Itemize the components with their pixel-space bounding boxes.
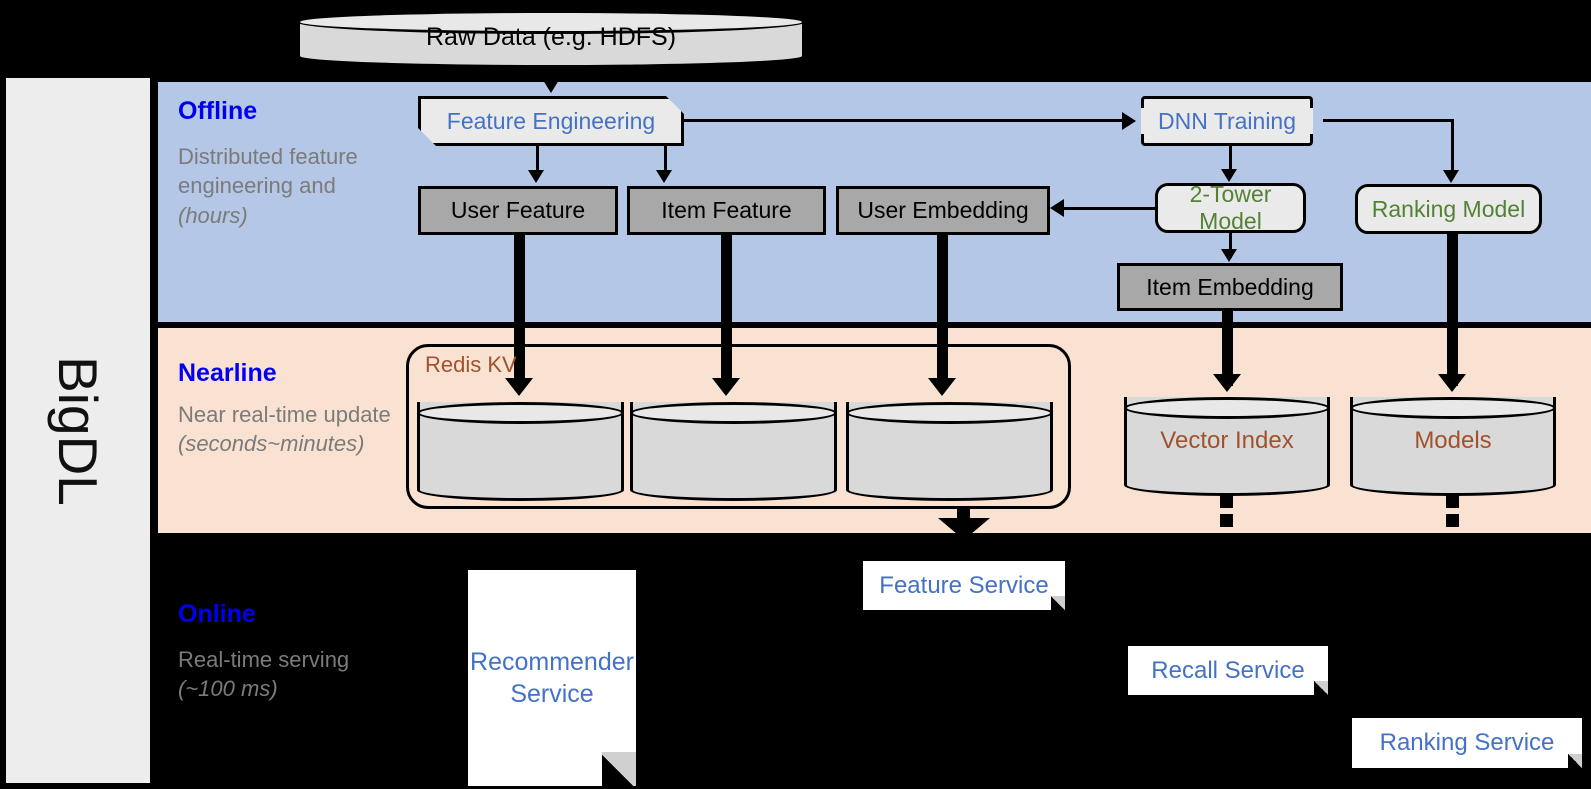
kv-store-user-feature[interactable] — [417, 391, 624, 501]
arrowhead-fe-to-dnn-icon — [1122, 112, 1136, 130]
node-two-tower-model-label: 2-Tower Model — [1189, 181, 1272, 234]
service-feature-label: Feature Service — [879, 571, 1049, 599]
stage-desc-online-text: Real-time serving — [178, 647, 350, 672]
cylinder-top — [1350, 397, 1556, 419]
node-user-embedding-label: User Embedding — [857, 197, 1029, 223]
raw-data-store: Raw Data (e.g. HDFS) — [297, 6, 805, 68]
models-store[interactable]: Models — [1350, 386, 1556, 496]
arrowhead-two-tower-user-embedding-icon — [1050, 199, 1064, 217]
node-item-embedding[interactable]: Item Embedding — [1117, 263, 1343, 311]
node-dnn-training-label: DNN Training — [1157, 107, 1297, 134]
pipe-user-feature-to-kv — [514, 233, 525, 388]
pipe-user-embedding-to-kv — [937, 233, 948, 388]
stage-desc-nearline-text: Near real-time update — [178, 402, 391, 427]
stage-desc-nearline-em: (seconds~minutes) — [178, 431, 365, 457]
pipe-ranking-model-to-models — [1447, 232, 1458, 386]
connector-fe-to-item-feature — [664, 146, 667, 172]
arrowhead-item-embedding-vector-icon — [1213, 374, 1241, 392]
arrowhead-user-feature-kv-icon — [505, 378, 533, 396]
stage-desc-offline-em: (hours) — [178, 202, 248, 228]
bigdl-logo-label: BigDL — [6, 78, 150, 783]
node-item-feature-label: Item Feature — [661, 197, 792, 223]
arrowhead-ranking-models-icon — [1438, 374, 1466, 392]
kv-store-label — [846, 391, 1053, 501]
node-user-embedding[interactable]: User Embedding — [836, 186, 1050, 235]
connector-two-tower-to-item-embedding — [1229, 233, 1232, 258]
stage-desc-online: Real-time serving (~100 ms) — [178, 645, 393, 704]
redis-kv-label: Redis KV — [425, 352, 517, 377]
pipe-item-feature-to-kv — [721, 233, 732, 388]
connector-stub-models-b — [1446, 514, 1459, 527]
node-feature-engineering[interactable]: Feature Engineering — [418, 96, 684, 146]
connector-dnn-to-ranking-v — [1451, 119, 1454, 172]
kv-store-item-feature[interactable] — [630, 391, 837, 501]
connector-stub-models-a — [1446, 495, 1459, 508]
node-item-embedding-label: Item Embedding — [1146, 273, 1314, 300]
node-feature-engineering-label: Feature Engineering — [446, 107, 656, 134]
connector-dnn-to-two-tower — [1229, 146, 1232, 171]
stage-desc-nearline: Near real-time update (seconds~minutes) — [178, 400, 418, 459]
arrowhead-fe-user-feature-icon — [528, 170, 544, 183]
arrowhead-dnn-ranking-icon — [1443, 170, 1459, 183]
arrowhead-two-tower-item-embedding-icon — [1221, 249, 1237, 262]
models-label: Models — [1414, 427, 1492, 454]
node-ranking-model-label: Ranking Model — [1371, 195, 1526, 222]
kv-store-label — [630, 391, 837, 501]
service-recall[interactable]: Recall Service — [1128, 646, 1328, 695]
pipe-item-embedding-to-vector-index — [1222, 309, 1233, 386]
arrowhead-redis-feature-service-icon — [938, 518, 990, 540]
connector-stub-redis-to-feature-service — [957, 507, 970, 520]
node-ranking-model[interactable]: Ranking Model — [1355, 184, 1542, 234]
connector-fe-to-user-feature — [536, 146, 539, 172]
service-recall-label: Recall Service — [1151, 656, 1305, 684]
stage-title-nearline: Nearline — [178, 359, 277, 387]
bigdl-sidebar: BigDL — [6, 78, 150, 783]
arrowhead-user-embedding-kv-icon — [928, 378, 956, 396]
service-ranking[interactable]: Ranking Service — [1352, 718, 1582, 768]
arrowhead-raw-to-fe-icon — [543, 80, 559, 93]
page-fold-icon — [602, 752, 636, 786]
stage-title-online: Online — [178, 600, 256, 628]
stage-title-offline: Offline — [178, 97, 258, 125]
page-fold-icon — [1568, 754, 1582, 768]
connector-dnn-to-ranking-h — [1323, 119, 1454, 122]
stage-desc-offline: Distributed feature engineering and (hou… — [178, 142, 393, 230]
service-recommender-label: Recommender Service — [470, 647, 634, 709]
node-dnn-training[interactable]: DNN Training — [1141, 96, 1313, 146]
cylinder-top — [1124, 397, 1330, 419]
arrowhead-dnn-two-tower-icon — [1221, 169, 1237, 182]
vector-index-label: Vector Index — [1160, 427, 1294, 454]
arrowhead-item-feature-kv-icon — [712, 378, 740, 396]
cylinder-top — [297, 10, 805, 34]
connector-stub-vector-index-b — [1220, 514, 1233, 527]
kv-store-user-embedding[interactable] — [846, 391, 1053, 501]
service-feature[interactable]: Feature Service — [863, 561, 1065, 610]
node-two-tower-model[interactable]: 2-Tower Model — [1155, 181, 1306, 234]
service-recommender[interactable]: Recommender Service — [468, 570, 636, 786]
connector-two-tower-to-user-embedding — [1062, 207, 1158, 210]
vector-index-store[interactable]: Vector Index — [1124, 386, 1330, 496]
arrowhead-fe-item-feature-icon — [656, 170, 672, 183]
page-fold-icon — [1314, 681, 1328, 695]
stage-desc-online-em: (~100 ms) — [178, 676, 278, 702]
connector-fe-to-dnn — [684, 119, 1124, 122]
kv-store-label — [417, 391, 624, 501]
page-fold-icon — [1051, 596, 1065, 610]
redis-kv-container — [406, 344, 1071, 509]
connector-raw-to-fe — [551, 68, 554, 86]
raw-data-label: Raw Data (e.g. HDFS) — [425, 22, 677, 51]
sidebar-label-text: BigDL — [47, 355, 109, 506]
cylinder-top — [630, 402, 837, 424]
stage-desc-offline-text: Distributed feature engineering and — [178, 144, 358, 199]
cylinder-top — [417, 402, 624, 424]
cylinder-top — [846, 402, 1053, 424]
connector-stub-vector-index-a — [1220, 495, 1233, 508]
node-item-feature[interactable]: Item Feature — [627, 186, 826, 235]
service-ranking-label: Ranking Service — [1379, 729, 1555, 756]
node-user-feature[interactable]: User Feature — [418, 186, 618, 235]
node-user-feature-label: User Feature — [450, 197, 586, 223]
